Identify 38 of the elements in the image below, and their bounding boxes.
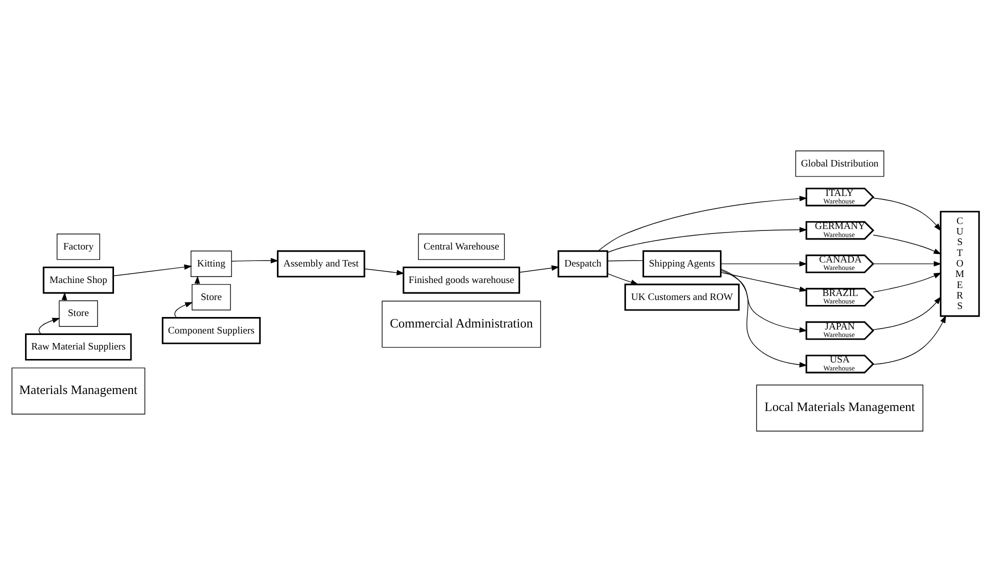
arrow [174, 302, 193, 318]
arrow [598, 196, 808, 252]
node-box: Finished goods warehouse [402, 266, 520, 294]
node-box: CUSTOMERS [940, 210, 980, 317]
node-box: Central Warehouse [418, 234, 505, 260]
connector [607, 260, 644, 262]
node-box: Kitting [190, 250, 232, 277]
arrow [607, 227, 808, 253]
arrow [872, 296, 942, 330]
node-box: Machine Shop [42, 266, 114, 294]
arrow [720, 261, 808, 267]
node-box: Local Materials Management [756, 384, 924, 432]
arrow [872, 198, 942, 232]
arrow [720, 272, 808, 292]
arrow [231, 258, 279, 264]
node-box: Assembly and Test [276, 250, 366, 278]
arrow [364, 268, 404, 276]
arrow [112, 264, 192, 276]
arrow [872, 234, 942, 254]
arrow [872, 315, 946, 365]
node-box: Commercial Administration [382, 300, 541, 348]
node-box: Factory [56, 234, 100, 260]
arrow [872, 272, 942, 292]
arrow [607, 273, 639, 285]
node-box: Despatch [558, 250, 608, 278]
arrow [872, 261, 942, 267]
node-box: Shipping Agents [642, 250, 722, 278]
node-box: Materials Management [12, 368, 146, 414]
node-box: Global Distribution [795, 150, 884, 177]
arrow [518, 265, 560, 273]
arrow [194, 276, 200, 285]
arrow [720, 268, 808, 368]
arrow [720, 270, 808, 333]
node-box: Store [192, 284, 231, 310]
arrow [38, 318, 60, 334]
node-box: Raw Material Suppliers [25, 333, 132, 361]
node-box: UK Customers and ROW [624, 284, 740, 311]
node-box: Component Suppliers [162, 317, 261, 344]
